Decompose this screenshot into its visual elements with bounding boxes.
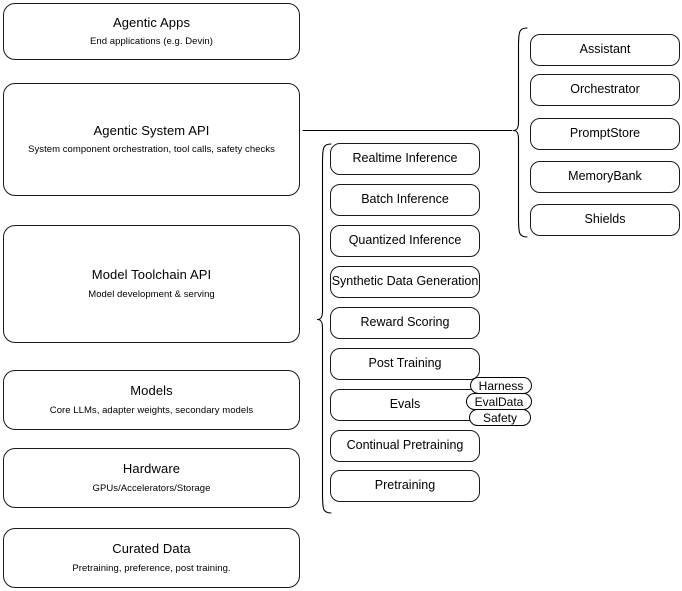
- chip-label: Realtime Inference: [352, 151, 458, 166]
- layer-subtitle: Pretraining, preference, post training.: [72, 562, 231, 574]
- pill-harness[interactable]: Harness: [470, 377, 532, 394]
- chip-label: Post Training: [368, 356, 442, 371]
- layer-agentic-apps[interactable]: Agentic Apps End applications (e.g. Devi…: [3, 3, 300, 60]
- layer-title: Models: [130, 383, 173, 399]
- layer-agentic-system-api[interactable]: Agentic System API System component orch…: [3, 83, 300, 196]
- chip-label: Reward Scoring: [360, 315, 450, 330]
- chip-label: MemoryBank: [568, 169, 642, 184]
- layer-title: Agentic System API: [93, 122, 210, 138]
- chip-realtime-inference[interactable]: Realtime Inference: [330, 143, 480, 175]
- layer-title: Model Toolchain API: [91, 267, 212, 283]
- chip-shields[interactable]: Shields: [530, 204, 680, 236]
- chip-label: Pretraining: [374, 478, 436, 493]
- pill-safety[interactable]: Safety: [469, 409, 531, 426]
- layer-model-toolchain-api[interactable]: Model Toolchain API Model development & …: [3, 225, 300, 343]
- brace-system-components: [512, 27, 528, 238]
- layer-subtitle: GPUs/Accelerators/Storage: [92, 482, 211, 494]
- layer-title: Hardware: [122, 461, 181, 477]
- chip-label: Batch Inference: [361, 192, 449, 207]
- layer-subtitle: End applications (e.g. Devin): [90, 36, 213, 48]
- chip-label: Evals: [389, 397, 421, 412]
- chip-pretraining[interactable]: Pretraining: [330, 470, 480, 502]
- layer-models[interactable]: Models Core LLMs, adapter weights, secon…: [3, 370, 300, 430]
- chip-label: PromptStore: [569, 126, 641, 141]
- pill-label: Safety: [482, 410, 518, 425]
- chip-post-training[interactable]: Post Training: [330, 348, 480, 380]
- chip-memorybank[interactable]: MemoryBank: [530, 161, 680, 193]
- chip-synthetic-data-generation[interactable]: Synthetic Data Generation: [330, 266, 480, 298]
- chip-label: Assistant: [579, 42, 631, 57]
- layer-subtitle: System component orchestration, tool cal…: [28, 144, 275, 156]
- layer-title: Agentic Apps: [112, 14, 191, 30]
- pill-evaldata[interactable]: EvalData: [466, 393, 532, 410]
- chip-evals[interactable]: Evals: [330, 389, 480, 421]
- pill-label: Harness: [478, 378, 524, 393]
- chip-assistant[interactable]: Assistant: [530, 34, 680, 66]
- chip-reward-scoring[interactable]: Reward Scoring: [330, 307, 480, 339]
- chip-label: Continual Pretraining: [346, 438, 464, 453]
- chip-label: Shields: [584, 212, 626, 227]
- brace-toolchain-capabilities: [316, 143, 332, 514]
- chip-label: Synthetic Data Generation: [331, 274, 479, 289]
- chip-orchestrator[interactable]: Orchestrator: [530, 74, 680, 106]
- layer-curated-data[interactable]: Curated Data Pretraining, preference, po…: [3, 528, 300, 588]
- chip-quantized-inference[interactable]: Quantized Inference: [330, 225, 480, 257]
- pill-label: EvalData: [474, 394, 524, 409]
- layer-title: Curated Data: [112, 541, 191, 557]
- chip-continual-pretraining[interactable]: Continual Pretraining: [330, 430, 480, 462]
- chip-batch-inference[interactable]: Batch Inference: [330, 184, 480, 216]
- layer-hardware[interactable]: Hardware GPUs/Accelerators/Storage: [3, 448, 300, 508]
- layer-subtitle: Model development & serving: [88, 288, 215, 300]
- chip-label: Orchestrator: [570, 82, 640, 97]
- chip-promptstore[interactable]: PromptStore: [530, 118, 680, 150]
- chip-label: Quantized Inference: [348, 233, 462, 248]
- layer-subtitle: Core LLMs, adapter weights, secondary mo…: [49, 404, 254, 416]
